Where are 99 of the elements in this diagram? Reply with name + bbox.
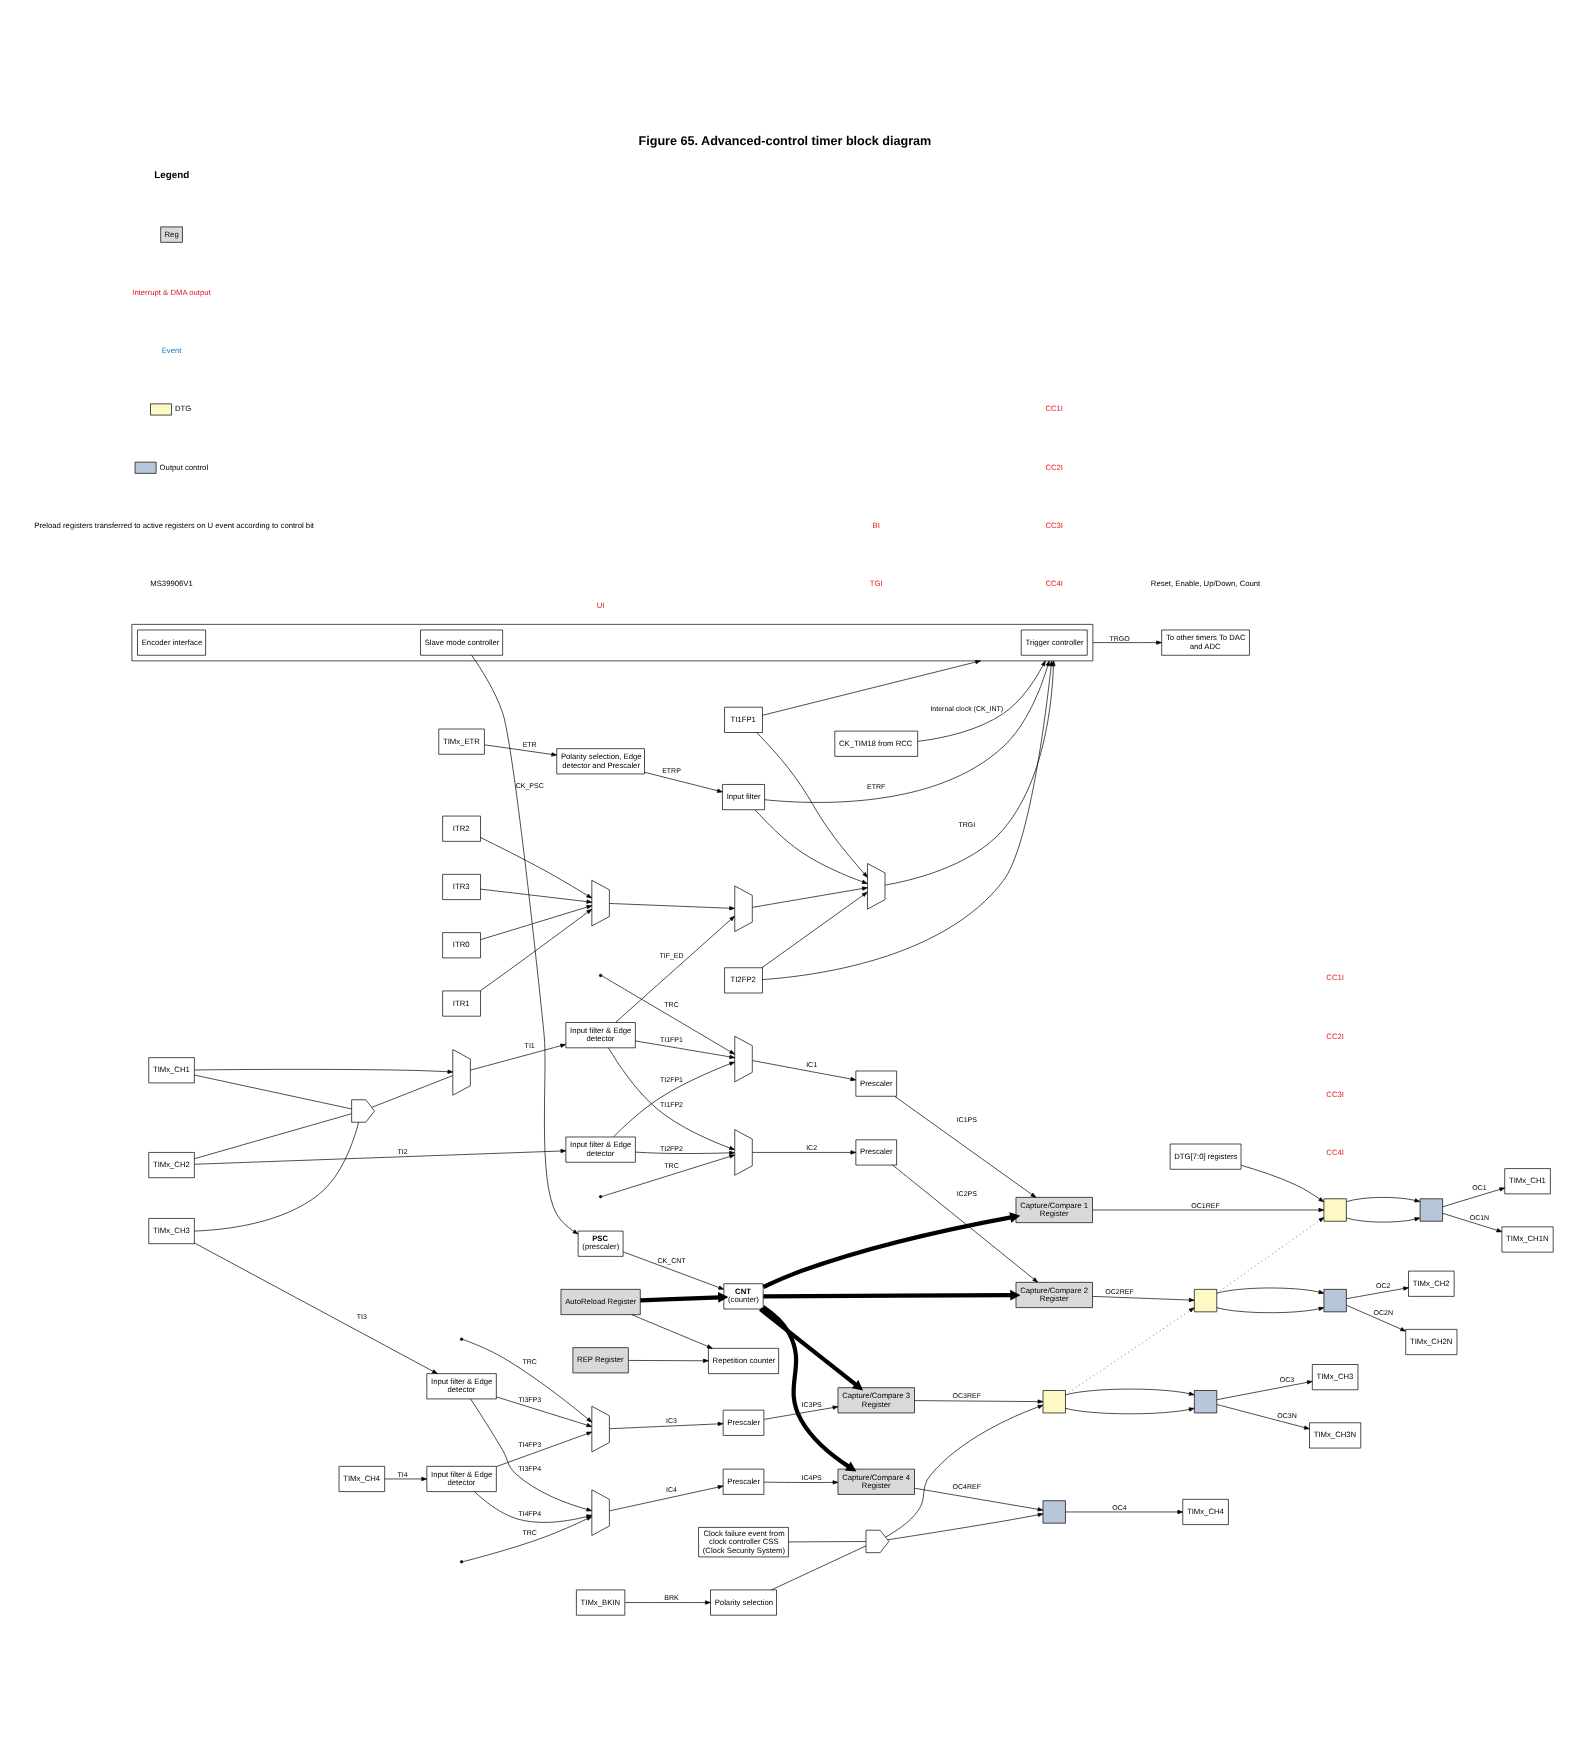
- node-box: [1323, 1197, 1347, 1221]
- cluster: [131, 623, 1094, 661]
- arrow: [609, 1420, 724, 1429]
- arrow: [462, 1513, 593, 1561]
- arrow: [470, 1397, 593, 1511]
- arrow: [609, 1484, 724, 1511]
- arrow: [480, 836, 593, 898]
- arrow: [1216, 1286, 1325, 1294]
- node-trapezium: [734, 1128, 753, 1175]
- node-trapezium: [734, 884, 753, 931]
- arrow: [470, 1042, 566, 1070]
- arrow: [1442, 1212, 1503, 1232]
- arrow: [1346, 1216, 1421, 1222]
- arrow: [1216, 1305, 1325, 1313]
- arrow: [762, 1211, 1021, 1288]
- arrow: [601, 1149, 735, 1196]
- arrow: [484, 743, 557, 756]
- arrow: [1065, 1406, 1195, 1414]
- arrow: [887, 1511, 1044, 1540]
- connector: [194, 1121, 359, 1231]
- arrow: [474, 1490, 593, 1522]
- arrow: [635, 1149, 735, 1158]
- arrow: [762, 659, 981, 715]
- arrow: [1092, 639, 1162, 644]
- arrow: [1216, 1403, 1310, 1429]
- arrow: [1065, 1387, 1195, 1395]
- arrow: [1065, 1306, 1195, 1394]
- arrow: [763, 1479, 839, 1484]
- arrow: [608, 1046, 735, 1149]
- node-gate: [351, 1098, 375, 1122]
- node-trapezium: [591, 878, 610, 926]
- connector: [194, 1073, 352, 1109]
- node-trapezium: [734, 1034, 753, 1082]
- arrow: [914, 1486, 1044, 1511]
- arrow: [479, 907, 592, 991]
- arrow: [761, 890, 868, 968]
- arrow: [635, 1039, 735, 1058]
- arrow: [1065, 1508, 1184, 1514]
- arrow: [640, 1291, 729, 1302]
- arrow: [756, 731, 868, 877]
- arrow: [917, 659, 1046, 741]
- node-box: [1419, 1197, 1443, 1221]
- arrow: [644, 770, 723, 792]
- connector: [194, 1112, 352, 1159]
- node-box: [1042, 1389, 1066, 1413]
- arrow: [480, 887, 593, 903]
- arrow: [601, 974, 735, 1058]
- arrow: [1346, 1196, 1421, 1202]
- arrow: [885, 1403, 1044, 1537]
- node-trapezium: [867, 862, 886, 909]
- node-gate: [865, 1528, 890, 1553]
- node-box: [1323, 1288, 1347, 1312]
- arrow: [762, 1304, 857, 1471]
- arrow: [613, 1060, 735, 1137]
- node-trapezium: [452, 1048, 471, 1095]
- node-trapezium: [591, 1404, 610, 1452]
- arrow: [496, 1395, 593, 1427]
- node-trapezium: [591, 1488, 610, 1535]
- arrow: [884, 659, 1056, 885]
- arrow: [628, 1357, 709, 1362]
- node-box: [1042, 1499, 1066, 1523]
- arrow: [1346, 1285, 1409, 1299]
- arrow: [894, 1095, 1037, 1197]
- arrow: [762, 659, 1054, 979]
- arrow: [1216, 1216, 1325, 1293]
- arrow: [1216, 1379, 1313, 1399]
- arrow: [624, 1599, 711, 1604]
- connector: [788, 1540, 867, 1542]
- arrow: [764, 659, 1050, 802]
- arrow: [631, 1313, 713, 1348]
- arrow: [752, 1149, 857, 1154]
- arrow: [496, 1430, 593, 1466]
- arrow: [471, 654, 579, 1234]
- arrow: [384, 1475, 428, 1481]
- arrow: [609, 902, 735, 910]
- arrow: [1442, 1186, 1506, 1207]
- arrow: [914, 1398, 1044, 1403]
- arrow: [759, 1306, 864, 1390]
- arrow: [194, 1147, 567, 1164]
- arrow: [462, 1338, 593, 1427]
- node-box: [1194, 1389, 1218, 1413]
- node-box: [1194, 1288, 1218, 1312]
- arrow: [480, 904, 593, 940]
- arrow: [1092, 1295, 1195, 1302]
- arrow: [1092, 1206, 1325, 1212]
- connector: [771, 1544, 867, 1590]
- arrow: [754, 808, 868, 883]
- arrow: [752, 1059, 857, 1081]
- arrow: [752, 885, 868, 907]
- arrow: [615, 914, 735, 1022]
- arrow: [1240, 1163, 1325, 1202]
- arrow: [763, 1288, 1021, 1300]
- arrow: [1346, 1303, 1406, 1331]
- arrow: [622, 1250, 725, 1289]
- arrow: [194, 1241, 438, 1373]
- arrow: [892, 1163, 1038, 1282]
- arrow: [194, 1068, 454, 1073]
- connector: [371, 1074, 454, 1107]
- arrow: [763, 1404, 839, 1419]
